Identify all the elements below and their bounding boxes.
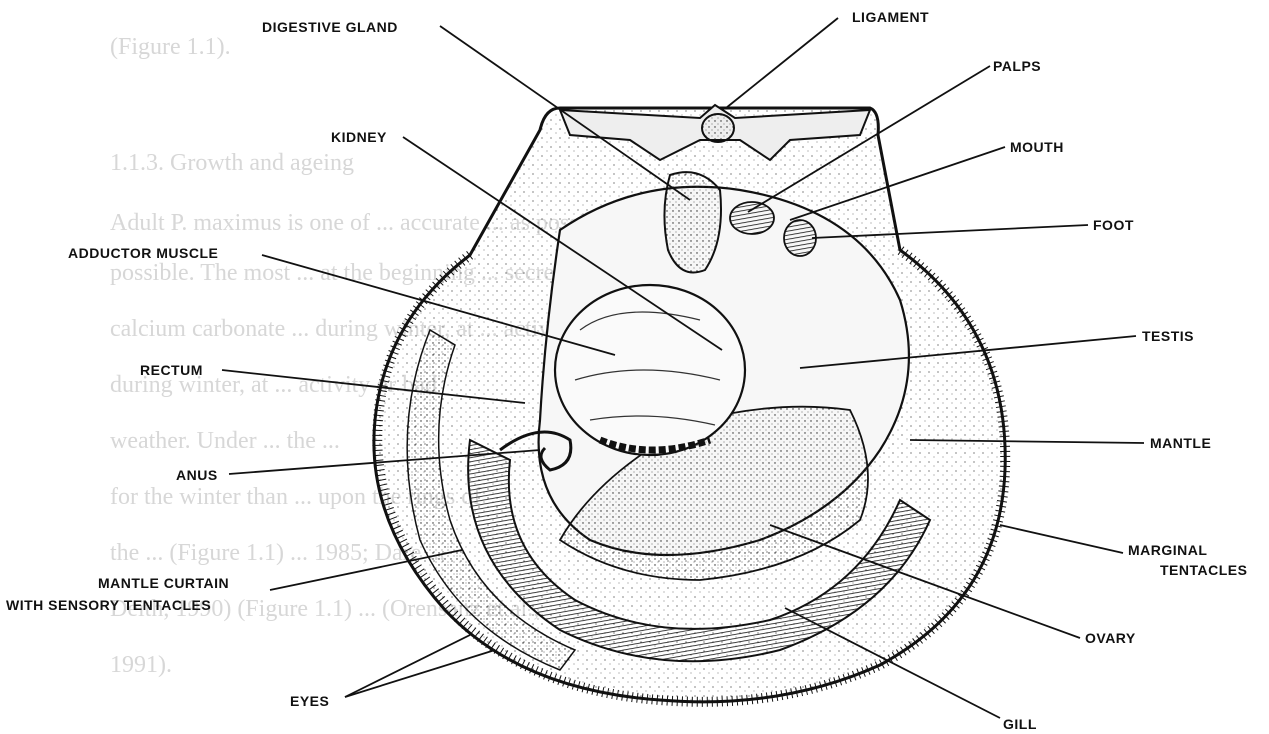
label-kidney: KIDNEY bbox=[331, 129, 387, 145]
label-digestive-gland: DIGESTIVE GLAND bbox=[262, 19, 398, 35]
label-marginal-tentacles-line1: MARGINAL bbox=[1128, 542, 1207, 558]
ligament-structure bbox=[702, 114, 734, 142]
label-palps: PALPS bbox=[993, 58, 1041, 74]
label-eyes: EYES bbox=[290, 693, 329, 709]
leader-eyes-1 bbox=[345, 635, 470, 697]
label-marginal-tentacles-line2: TENTACLES bbox=[1160, 562, 1247, 578]
label-gill: GILL bbox=[1003, 716, 1037, 732]
label-testis: TESTIS bbox=[1142, 328, 1194, 344]
label-mantle: MANTLE bbox=[1150, 435, 1211, 451]
label-rectum: RECTUM bbox=[140, 362, 203, 378]
palps-shape bbox=[730, 202, 774, 234]
label-anus: ANUS bbox=[176, 467, 218, 483]
label-adductor-muscle: ADDUCTOR MUSCLE bbox=[68, 245, 218, 261]
label-ligament: LIGAMENT bbox=[852, 9, 929, 25]
label-mantle-curtain-line1: MANTLE CURTAIN bbox=[98, 575, 229, 591]
leader-ligament bbox=[726, 18, 838, 108]
label-ovary: OVARY bbox=[1085, 630, 1136, 646]
label-foot: FOOT bbox=[1093, 217, 1134, 233]
foot-shape bbox=[784, 220, 816, 256]
label-mouth: MOUTH bbox=[1010, 139, 1064, 155]
leader-eyes-2 bbox=[345, 650, 495, 697]
label-mantle-curtain-line2: WITH SENSORY TENTACLES bbox=[6, 597, 211, 613]
leader-marginal-tentacles bbox=[1000, 525, 1123, 553]
